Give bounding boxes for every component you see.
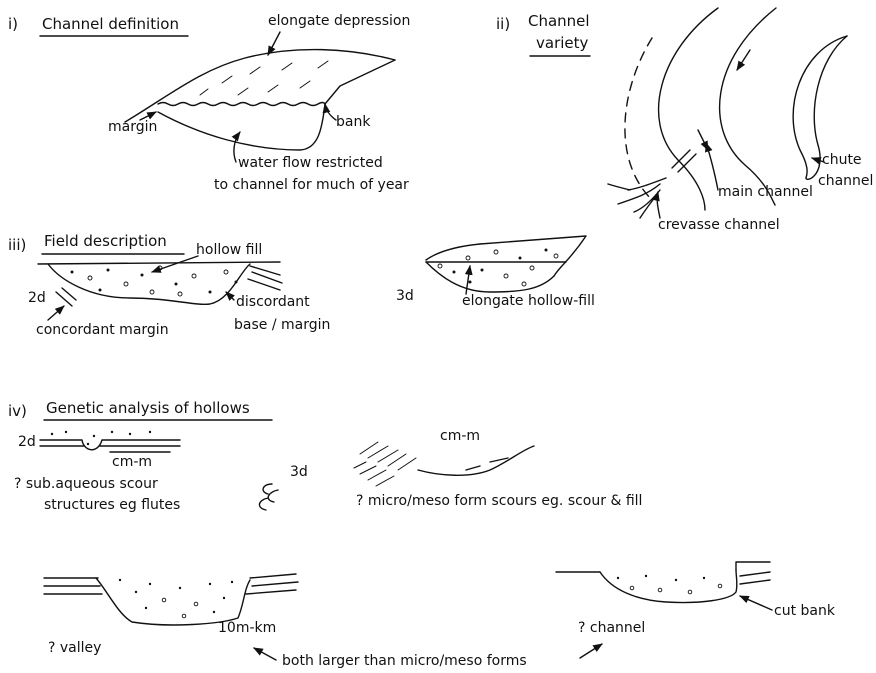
arrow-both-right [580,644,602,658]
label-micro-meso: ? micro/meso form scours eg. scour & fil… [356,493,642,509]
label-main-channel: main channel [718,184,813,200]
channel-base [158,104,325,150]
depression-far-edge [325,60,395,104]
label-discordant-1: discordant [236,294,310,310]
section-genetic-analysis: iv) Genetic analysis of hollows 2d cm-m … [8,399,836,669]
abandoned-channel-dashed [625,38,652,200]
label-hollow-fill: hollow fill [196,242,262,258]
arrow-concordant [48,306,64,320]
channel-profile [600,570,737,603]
label-valley: ? valley [48,640,101,656]
label-subaqueous-2: structures eg flutes [44,497,180,513]
label-margin: margin [108,119,157,135]
label-iv-2d: 2d [18,434,36,450]
hollow-3d-top [426,244,480,260]
section-2-title-line1: Channel [528,12,590,30]
label-channel: ? channel [578,620,645,636]
label-10m-km: 10m-km [218,620,276,636]
arrow-crevasse [657,192,660,218]
depression-outline [125,50,395,122]
label-cut-bank: cut bank [774,603,836,619]
label-cm-m-b: cm-m [440,428,480,444]
section-channel-variety: ii) Channel variety chute channel main c… [496,8,873,233]
scour-fill-surface [418,446,534,475]
hollow-3d-base [426,262,554,292]
arrow-bank [325,104,336,120]
label-2d: 2d [28,290,46,306]
label-crevasse-channel: crevasse channel [658,217,780,233]
arrow-main-channel [706,143,718,190]
label-flow-1: water flow restricted [238,155,383,171]
scour-2d-strata [40,446,180,452]
scour-fill-hatch-upper [360,442,416,470]
label-chute-1: chute [822,152,862,168]
label-discordant-2: base / margin [234,317,330,333]
label-flow-2: to channel for much of year [214,177,409,193]
label-chute-2: channel [818,173,873,189]
label-iv-3d: 3d [290,464,308,480]
main-channel-bank-right [720,8,776,205]
valley-profile [96,578,250,625]
channel-strata-right [740,572,770,584]
label-bank: bank [336,114,371,130]
label-subaqueous-1: ? sub.aqueous scour [14,476,158,492]
hollow-2d-strata-right [248,266,282,290]
label-concordant-margin: concordant margin [36,322,169,338]
label-elongate-hollow-fill: elongate hollow-fill [462,293,595,309]
water-surface [158,103,325,106]
scour-2d-top [40,440,180,450]
section-3-numeral: iii) [8,236,26,254]
hollow-2d-strata-left [56,288,76,306]
hollow-3d-pebbles [438,249,558,287]
arrow-discordant [226,292,234,300]
section-field-description: iii) Field description hollow fill 2d [8,232,595,338]
arrow-flow-top [737,50,750,70]
section-1-numeral: i) [8,15,18,33]
valley-strata-right [246,574,298,594]
section-4-numeral: iv) [8,402,27,420]
section-2-numeral: ii) [496,15,510,33]
hollow-2d-top [38,262,280,264]
arrow-flow-main [698,130,708,150]
section-2-title-line2: variety [536,34,589,52]
hollow-2d-pebbles [71,266,238,296]
section-channel-definition: i) Channel definition elongate depressio… [8,13,410,193]
arrow-both-left [254,648,276,660]
arrow-cut-bank [740,596,772,610]
crevasse-link [672,150,696,172]
valley-fill-dots [119,579,233,618]
section-1-title: Channel definition [42,15,179,33]
label-cm-m-a: cm-m [112,454,152,470]
label-3d: 3d [396,288,414,304]
section-4-title: Genetic analysis of hollows [46,399,250,417]
hollow-2d-base [48,264,250,304]
channel-fill-dots [617,575,722,594]
main-channel-bank-left [659,8,718,210]
flute-marks [259,484,278,510]
section-3-title: Field description [44,232,167,250]
label-both-larger: both larger than micro/meso forms [282,653,527,669]
label-elongate-depression: elongate depression [268,13,410,29]
channel-cut-bank-top [736,562,770,570]
valley-strata-left [44,578,102,594]
